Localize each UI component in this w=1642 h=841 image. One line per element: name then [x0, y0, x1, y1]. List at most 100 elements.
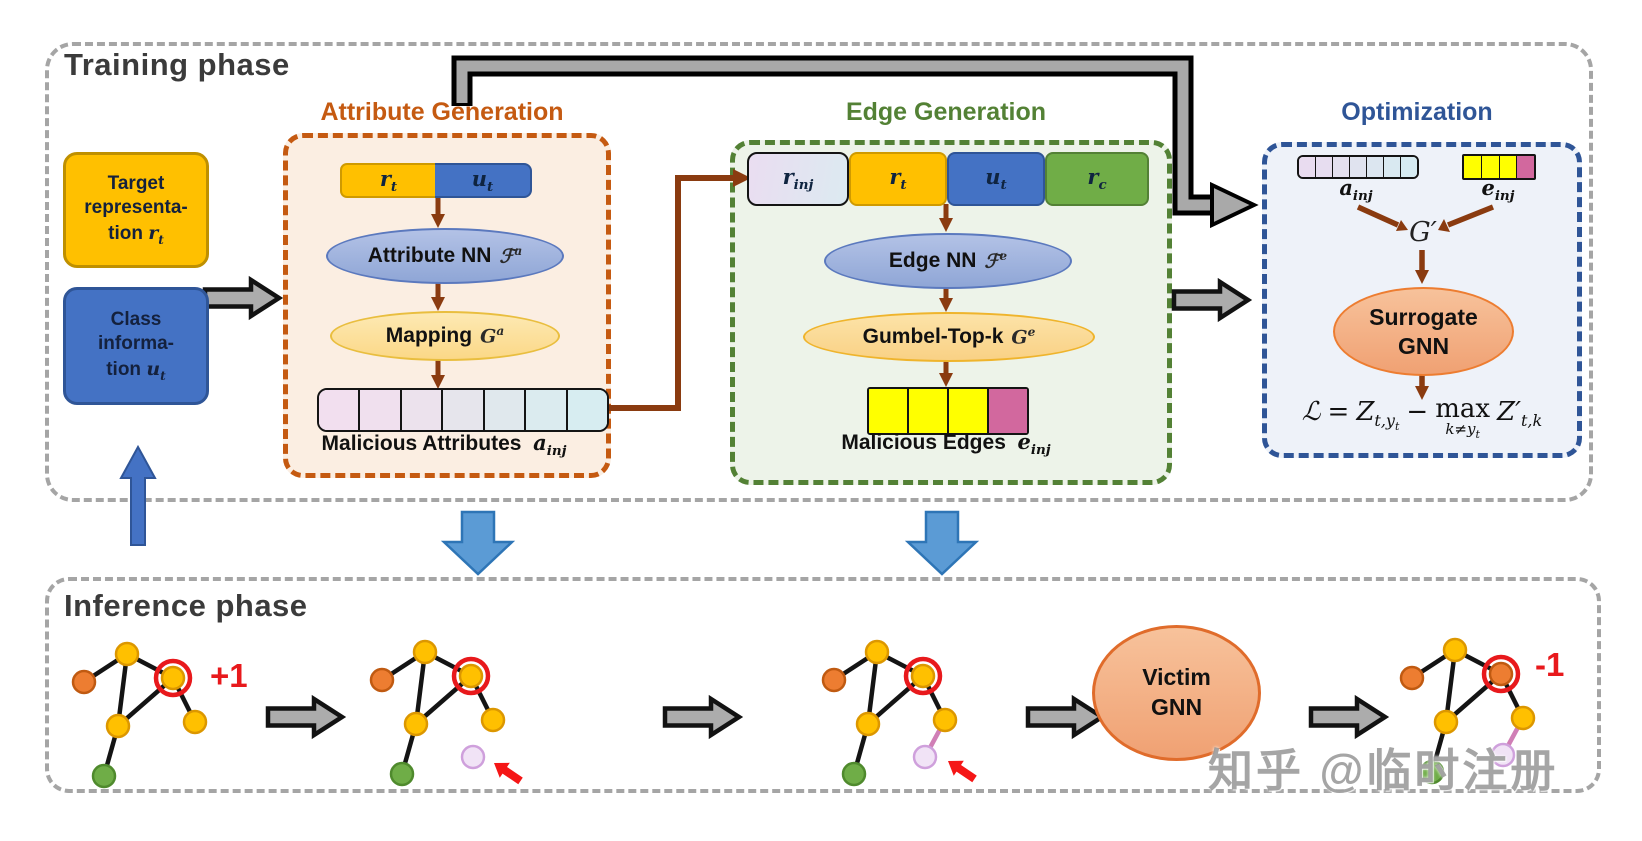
strip-cell — [401, 390, 444, 430]
ainj-mini-strip — [1297, 155, 1419, 179]
yellow-node — [182, 709, 208, 735]
green-node — [91, 763, 117, 789]
chip-ut-edge: ut — [947, 152, 1045, 206]
injected-node — [912, 744, 938, 770]
inference-phase-title: Inference phase — [64, 588, 308, 623]
target-node — [458, 663, 484, 689]
gumbel-topk-ellipse: Gumbel-Top-k Ge — [803, 312, 1095, 362]
mapping-symbol: Ga — [480, 324, 505, 348]
chip-ut: ut — [435, 163, 532, 198]
strip-cell — [1384, 157, 1401, 177]
target-representation-box: Target representa- tion rt — [63, 152, 209, 268]
einj-label: einj — [1481, 175, 1515, 205]
malicious-attributes-strip — [317, 388, 609, 432]
orange-node — [369, 667, 395, 693]
orange-node — [1399, 665, 1425, 691]
attribute-generation-title: Attribute Generation — [320, 98, 564, 126]
yellow-node — [1433, 709, 1459, 735]
green-node — [389, 761, 415, 787]
orange-node — [71, 669, 97, 695]
watermark: 知乎 @临时注册 — [1208, 745, 1559, 796]
attribute-nn-symbol: ℱa — [499, 244, 523, 268]
attribute-nn-ellipse: Attribute NN ℱa — [326, 228, 564, 284]
strip-cell — [1333, 157, 1350, 177]
yellow-node — [480, 707, 506, 733]
yellow-node — [114, 641, 140, 667]
strip-cell — [1464, 156, 1482, 178]
strip-cell — [319, 390, 361, 430]
einj-mini-strip — [1462, 154, 1536, 180]
mapping-ellipse: Mapping Ga — [330, 311, 560, 361]
strip-cell — [1481, 156, 1500, 178]
edge-nn-ellipse: Edge NN ℱe — [824, 233, 1072, 289]
gumbel-symbol: Ge — [1011, 325, 1036, 349]
strip-cell — [1299, 157, 1316, 177]
yellow-node — [932, 707, 958, 733]
strip-cell — [1367, 157, 1384, 177]
strip-cell — [1517, 156, 1534, 178]
target-node-misclassified — [1488, 661, 1514, 687]
training-phase-title: Training phase — [64, 47, 290, 82]
max-term: max k≠yt — [1435, 394, 1491, 441]
malicious-attributes-label: Malicious Attributes ainj — [321, 430, 567, 460]
class-information-box: Class informa- tion ut — [63, 287, 209, 405]
malicious-edges-label: Malicious Edges einj — [841, 429, 1051, 459]
prediction-minus-one-label: -1 — [1535, 646, 1565, 683]
yellow-node — [855, 711, 881, 737]
strip-cell — [567, 390, 607, 430]
perturbed-graph-symbol: G′ — [1409, 217, 1437, 248]
class-box-line1: Class — [110, 308, 162, 330]
yellow-node — [412, 639, 438, 665]
target-node-ring-icon — [153, 658, 193, 698]
orange-node — [821, 667, 847, 693]
train-to-infer-arrow-left-icon — [440, 510, 516, 576]
yellow-node — [1510, 705, 1536, 731]
strip-cell — [989, 389, 1027, 433]
ainj-label: ainj — [1339, 175, 1373, 205]
train-to-infer-arrow-right-icon — [904, 510, 980, 576]
target-box-line2: representa- — [84, 197, 188, 219]
red-pointer-arrow-icon — [948, 760, 977, 783]
inference-graph-misclassified — [1399, 637, 1536, 785]
loss-formula: ℒ = Zt,yt − max k≠yt Z′t,k — [1301, 394, 1543, 441]
strip-cell — [1401, 157, 1417, 177]
strip-cell — [1350, 157, 1367, 177]
target-box-line1: Target — [107, 172, 165, 194]
target-box-line3: tion rt — [108, 221, 164, 247]
inference-graph-clean — [71, 641, 208, 789]
yellow-node — [1442, 637, 1468, 663]
chip-rt-edge: rt — [849, 152, 947, 206]
green-node — [841, 761, 867, 787]
class-box-line2: informa- — [98, 333, 174, 355]
edge-nn-symbol: ℱe — [984, 249, 1008, 273]
target-node-ring-icon — [451, 656, 491, 696]
strip-cell — [949, 389, 989, 433]
logit-term: Zt,yt — [1356, 397, 1400, 434]
strip-cell — [526, 390, 568, 430]
injected-node — [1490, 742, 1516, 768]
inference-graph-injected-edge — [821, 639, 977, 787]
target-node — [160, 665, 186, 691]
victim-gnn-ellipse: Victim GNN — [1092, 625, 1261, 761]
chip-rt: rt — [340, 163, 437, 198]
malicious-edges-strip — [867, 387, 1029, 435]
inference-graph-injected-node — [369, 639, 523, 787]
green-node — [1419, 759, 1445, 785]
class-box-line3: tion ut — [106, 357, 166, 383]
injected-node — [460, 744, 486, 770]
strip-cell — [1316, 157, 1333, 177]
strip-cell — [484, 390, 527, 430]
strip-cell — [869, 389, 909, 433]
target-node — [910, 663, 936, 689]
yellow-node — [403, 711, 429, 737]
surrogate-gnn-ellipse: Surrogate GNN — [1333, 287, 1514, 376]
red-pointer-arrow-icon — [494, 762, 523, 785]
optimization-title: Optimization — [1341, 98, 1493, 126]
chip-rinj: rinj — [747, 152, 849, 206]
strip-cell — [443, 390, 485, 430]
strip-cell — [1499, 156, 1518, 178]
prediction-plus-one-label: +1 — [210, 657, 248, 694]
edge-generation-title: Edge Generation — [845, 98, 1047, 126]
yellow-node — [105, 713, 131, 739]
